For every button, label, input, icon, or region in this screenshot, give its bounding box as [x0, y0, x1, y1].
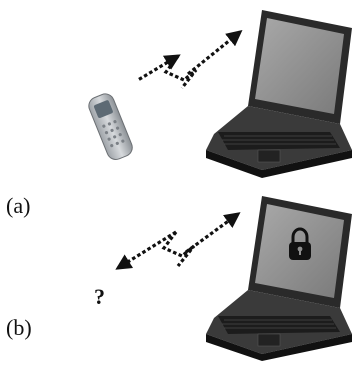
- panel-b-label: (b): [6, 315, 32, 340]
- mobile-phone-icon: [88, 93, 133, 160]
- wireless-signal-icon: [137, 29, 243, 89]
- laptop-icon: [206, 10, 352, 178]
- padlock-icon: [289, 227, 311, 260]
- wireless-signal-icon: [115, 212, 241, 270]
- laptop-icon: [206, 196, 352, 361]
- panel-a-label: (a): [6, 193, 31, 218]
- panel-a: [88, 10, 352, 178]
- panel-b: [115, 196, 352, 361]
- missing-device-marker: ?: [94, 284, 105, 309]
